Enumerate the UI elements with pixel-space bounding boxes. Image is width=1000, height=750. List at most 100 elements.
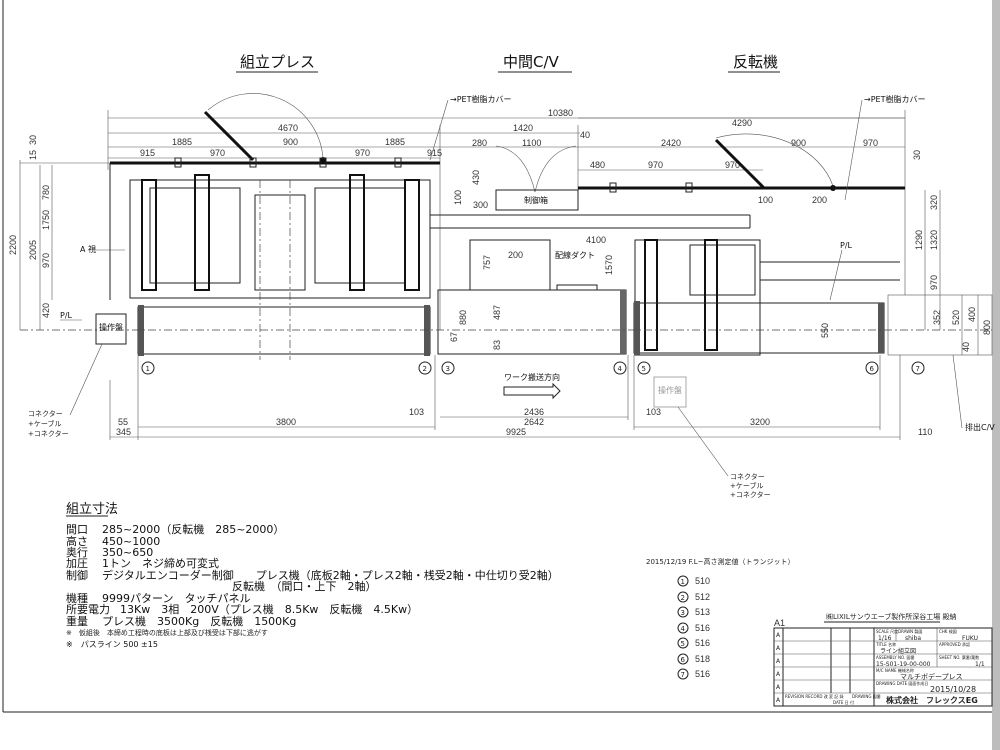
- title_block-revision_marks-5: A: [776, 697, 781, 704]
- callouts-panel_left: 操作盤: [99, 322, 123, 332]
- dimensions-right-4: 352: [932, 310, 942, 325]
- dimensions-left-2: 1750: [41, 210, 51, 230]
- title_block-revision_marks-4: A: [776, 684, 781, 691]
- title_block-rev_drawing_label: DRAWING 図番: [852, 693, 881, 699]
- callouts-connector_right-1: +ケーブル: [730, 481, 763, 490]
- dimensions-top-6: 915: [140, 148, 155, 158]
- specs-rows-1-label: 高さ: [66, 534, 88, 548]
- dimensions-bottom-7: 103: [646, 407, 661, 417]
- stations-5: 6: [870, 365, 875, 373]
- title_block-sheet_label: SHEET NO. 葉番/葉数: [939, 654, 979, 660]
- specs-rows-3-value: 1トン ネジ締め可変式: [102, 556, 219, 570]
- dimensions-bottom-4: 2436: [524, 407, 544, 417]
- transit-items-4-v: 516: [695, 638, 710, 648]
- callouts-connector_left-1: +ケーブル: [28, 419, 61, 428]
- dimensions-middle-1: 200: [508, 250, 523, 260]
- transit-title: 2015/12/19 F.L~高さ測定値（トランジット）: [646, 557, 794, 566]
- callouts-connector_right-0: コネクター: [730, 472, 765, 481]
- dimensions-bottom-3: 103: [409, 407, 424, 417]
- specs-rows-6-value: 9999パターン タッチパネル: [102, 592, 250, 605]
- transit-items-5-n: 6: [681, 656, 686, 664]
- station-markers: 1 2 3 4 5 6 7: [141, 361, 925, 375]
- dimensions-top-18: 970: [648, 160, 663, 170]
- dimensions-right-3: 970: [929, 275, 939, 290]
- dimensions-top-12: 1100: [522, 138, 541, 148]
- dimensions-left-0: 2200: [8, 235, 18, 255]
- inverter-machine: P/L: [634, 239, 900, 356]
- title_block-date: 2015/10/28: [930, 685, 976, 694]
- callouts-connector_right-2: +コネクター: [730, 490, 771, 499]
- title_block-title_label: TITLE 名称: [875, 641, 896, 647]
- transit-items-3-n: 4: [681, 625, 686, 633]
- dimensions-middle-4: 880: [458, 310, 468, 325]
- callouts-work_direction: ワーク搬送方向: [504, 372, 560, 382]
- operation-panel-left: 操作盤 コネクター +ケーブル +コネクター: [28, 313, 127, 438]
- callouts-pl_right: P/L: [840, 241, 853, 250]
- top-dimensions: 10380 4670 1420 4290 1885 1885 915 970 9…: [107, 108, 922, 330]
- callouts-pl_left: P/L: [60, 311, 73, 320]
- title-block: ㈱LIXILサンウエーブ製作所深谷工場 殿納 A1 A A A A A A SC…: [773, 612, 993, 707]
- title_block-assembly_no: 15-S01-19-00-000: [876, 661, 931, 668]
- dimensions-right-8: 40: [961, 342, 971, 352]
- dimensions-middle-7: 550: [820, 323, 830, 338]
- specs-rows-6-label: 機種: [66, 591, 88, 605]
- dimensions-top-13: 40: [580, 130, 590, 140]
- dimensions-top-24: 100: [453, 190, 463, 205]
- transit-items-0-v: 510: [695, 576, 710, 586]
- title_block-sheet: 1/1: [975, 661, 985, 668]
- title_block-revision_marks-0: A: [776, 632, 781, 639]
- operation-panel-right: 操作盤 コネクター +ケーブル +コネクター: [653, 376, 771, 499]
- specs-title: 組立寸法: [66, 502, 118, 517]
- stations-2: 3: [446, 365, 450, 373]
- specs-rows-1-value: 450~1000: [102, 535, 160, 548]
- title_block-assembly_label: ASSEMBLY NO. 図番: [876, 654, 914, 660]
- title_block-company: 株式会社 フレックスEG: [886, 695, 978, 705]
- dimensions-top-15: 900: [791, 138, 806, 148]
- specs-rows-5-value: 反転機 （間口・上下 2軸）: [232, 579, 377, 593]
- dimensions-top-25: 300: [473, 200, 488, 210]
- dimensions-bottom-9: 110: [918, 427, 932, 437]
- pet-cover-left: →PET樹脂カバー: [110, 93, 511, 168]
- press-machine: A 視: [80, 174, 751, 360]
- title_block-drawn: shiba: [905, 635, 921, 642]
- callouts-pet_cover_left: →PET樹脂カバー: [450, 94, 511, 104]
- dimensions-right-7: 800: [982, 320, 992, 335]
- callouts-connector_left-2: +コネクター: [28, 429, 69, 438]
- section-inverter: 反転機: [733, 53, 778, 71]
- pet-cover-right: →PET樹脂カバー: [578, 94, 925, 201]
- dimensions-top-4: 1885: [172, 137, 192, 147]
- stations-1: 2: [423, 365, 427, 373]
- dimensions-right-1: 1290: [914, 230, 924, 250]
- title_block-checked_label: CHK 検図: [939, 628, 957, 634]
- dimensions-top-21: 200: [812, 195, 827, 205]
- specs-rows-4-value: デジタルエンコーダー制御 プレス機（底板2軸・プレス2軸・桟受2軸・中仕切り受2…: [102, 568, 559, 582]
- bottom-dimensions: 55 345 3800 103 2436 2642 9925 103 3200 …: [109, 355, 932, 440]
- conveyors: 487 880 67 83 550 P/L: [20, 289, 993, 356]
- dimensions-middle-6: 83: [492, 340, 502, 350]
- dimensions-right-2: 1320: [929, 230, 939, 250]
- title_block-scale: 1/16: [878, 635, 892, 642]
- specs-rows-0-value: 285~2000（反転機 285~2000）: [102, 522, 284, 536]
- dimensions-left-4: 970: [41, 253, 51, 268]
- title_block-sheet_size: A1: [774, 618, 785, 628]
- left-dimensions: 2200 2005 1750 780 970 420 15 30: [8, 135, 111, 330]
- dimensions-bottom-8: 3200: [750, 417, 770, 427]
- stations-6: 7: [916, 365, 920, 373]
- specs-rows-3-label: 加圧: [66, 557, 88, 570]
- title_block-revision_marks-2: A: [776, 658, 781, 665]
- specs-rows-8-value: プレス機 3500Kg 反転機 1500Kg: [102, 614, 296, 628]
- dimensions-top-20: 100: [758, 195, 773, 205]
- title_block-machine_label: M/C NAME 機械名称: [876, 667, 914, 673]
- wiring-duct: 配線ダクト 757 200 1570: [469, 239, 614, 291]
- title_block-rev_date_label: DATE 日 付: [833, 699, 854, 705]
- dimensions-right-6: 400: [967, 307, 977, 322]
- transit-items-2-n: 3: [681, 609, 685, 617]
- dimensions-top-0: 10380: [548, 108, 573, 118]
- title_block-checked: FUKU: [962, 635, 978, 642]
- dimensions-top-10: 915: [427, 148, 442, 158]
- transit-items-1-v: 512: [695, 592, 710, 602]
- title_block-drawn_label: DRAWN 製図: [898, 628, 922, 634]
